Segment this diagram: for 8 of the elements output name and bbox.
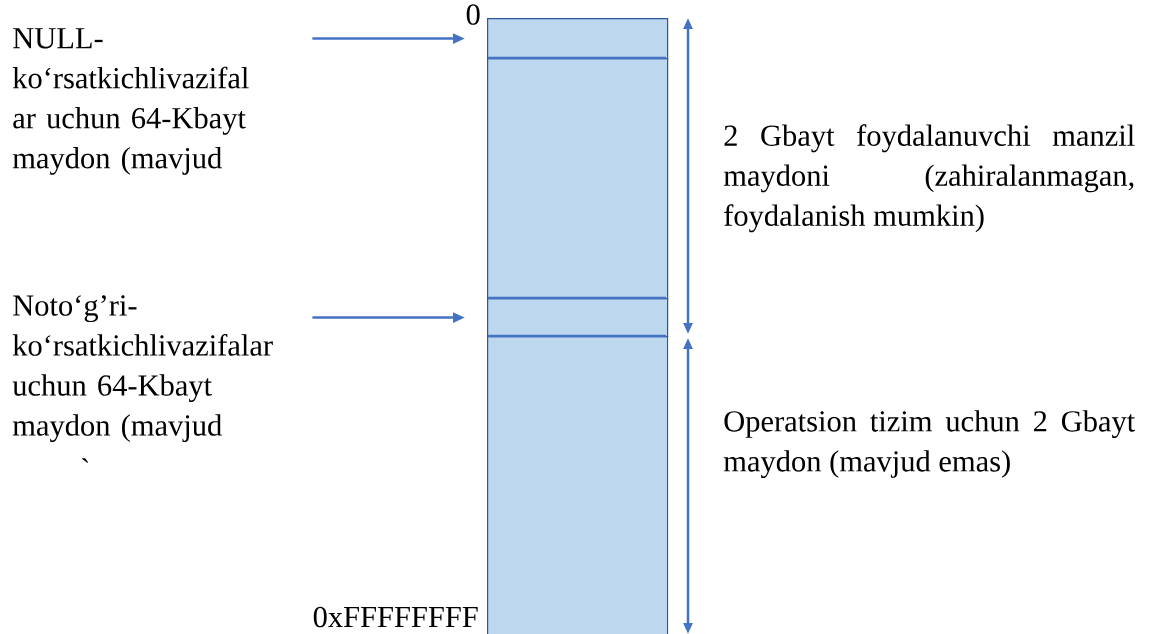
memory-region — [487, 18, 669, 60]
region-description: Operatsion tizim uchun 2 Gbayt maydon (mavjud emas) — [723, 410, 1136, 478]
note-text: NULL- ko‘rsatkichlivazifal ar uchun 64-Kbayt maydon (mavjud — [12, 28, 249, 175]
address-label: 0 — [466, 4, 480, 25]
note-text: Noto‘g’ri- ko‘rsatkichlivazifalar uchun 64-Kbayt maydon (mavjud — [12, 295, 273, 443]
region-description: 2 Gbayt foydalanuvchi manzil maydoni (zahiralanmagan, foydalanish mumkin) — [723, 124, 1135, 233]
address-label: ` — [82, 458, 89, 463]
memory-region — [487, 298, 669, 338]
